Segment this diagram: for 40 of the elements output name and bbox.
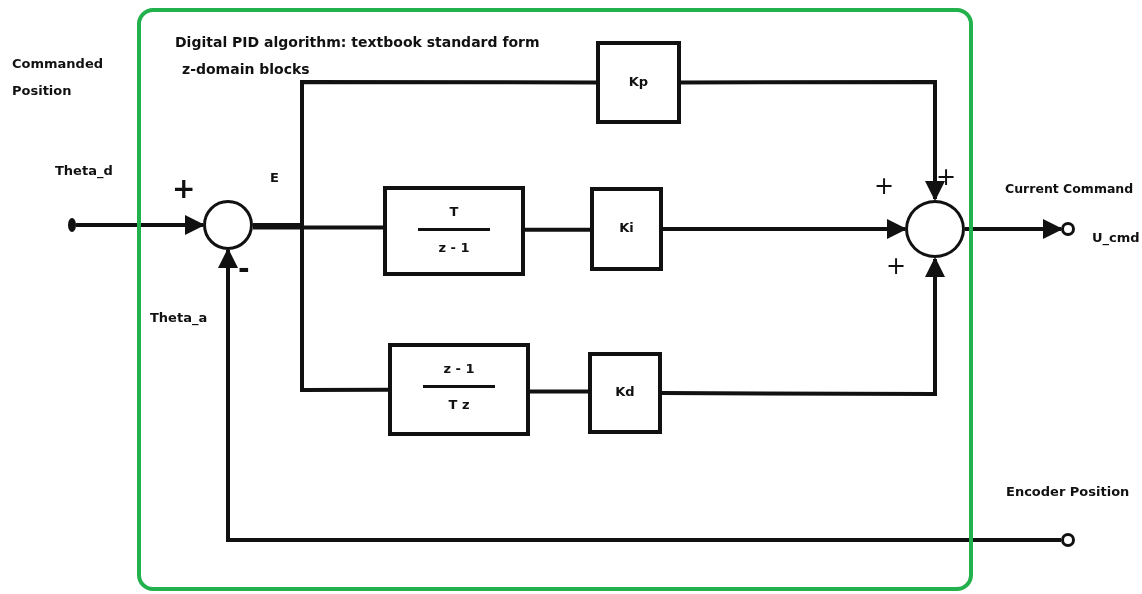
input-terminal (68, 218, 76, 232)
plus-sign: + (936, 163, 957, 192)
signal-line (525, 227, 590, 232)
signal-label: E (270, 170, 279, 186)
gain-label: Kd (614, 384, 636, 400)
input-label: Commanded Position (12, 55, 105, 100)
transfer-function-block (388, 343, 530, 436)
signal-line (530, 389, 588, 394)
heading-text: z-domain blocks (182, 61, 310, 78)
arrow (681, 80, 945, 201)
output-label: Current Command (1005, 181, 1134, 196)
gain-label: Ki (618, 220, 635, 236)
gain-block (588, 352, 662, 434)
signal-label: U_cmd (1092, 230, 1140, 246)
plus-sign: + (874, 172, 895, 201)
signal-line (253, 225, 383, 230)
terminal-circle (1061, 222, 1075, 236)
summing-junction (203, 200, 253, 250)
terminal-circle (1061, 533, 1075, 547)
gain-label: Kp (627, 73, 650, 90)
arrow (662, 257, 945, 396)
plus-sign: + (886, 252, 907, 281)
denominator-text: z - 1 (437, 240, 471, 256)
arrow (76, 215, 205, 235)
controller-frame (137, 8, 973, 591)
heading-text: Digital PID algorithm: textbook standard form (175, 34, 540, 51)
signal-label: Theta_d (55, 163, 113, 179)
arrow (663, 219, 907, 239)
numerator-text: z - 1 (442, 361, 476, 377)
minus-sign: - (238, 252, 250, 286)
gain-block (590, 187, 663, 271)
arrow (218, 248, 1061, 542)
transfer-function-block (383, 186, 525, 276)
feedback-label: Encoder Position (1006, 484, 1130, 500)
numerator-text: T (448, 204, 460, 220)
signal-label: Theta_a (150, 310, 208, 326)
gain-block (596, 41, 681, 124)
arrow (965, 219, 1063, 239)
denominator-text: T z (447, 397, 471, 413)
plus-sign: + (172, 172, 196, 206)
